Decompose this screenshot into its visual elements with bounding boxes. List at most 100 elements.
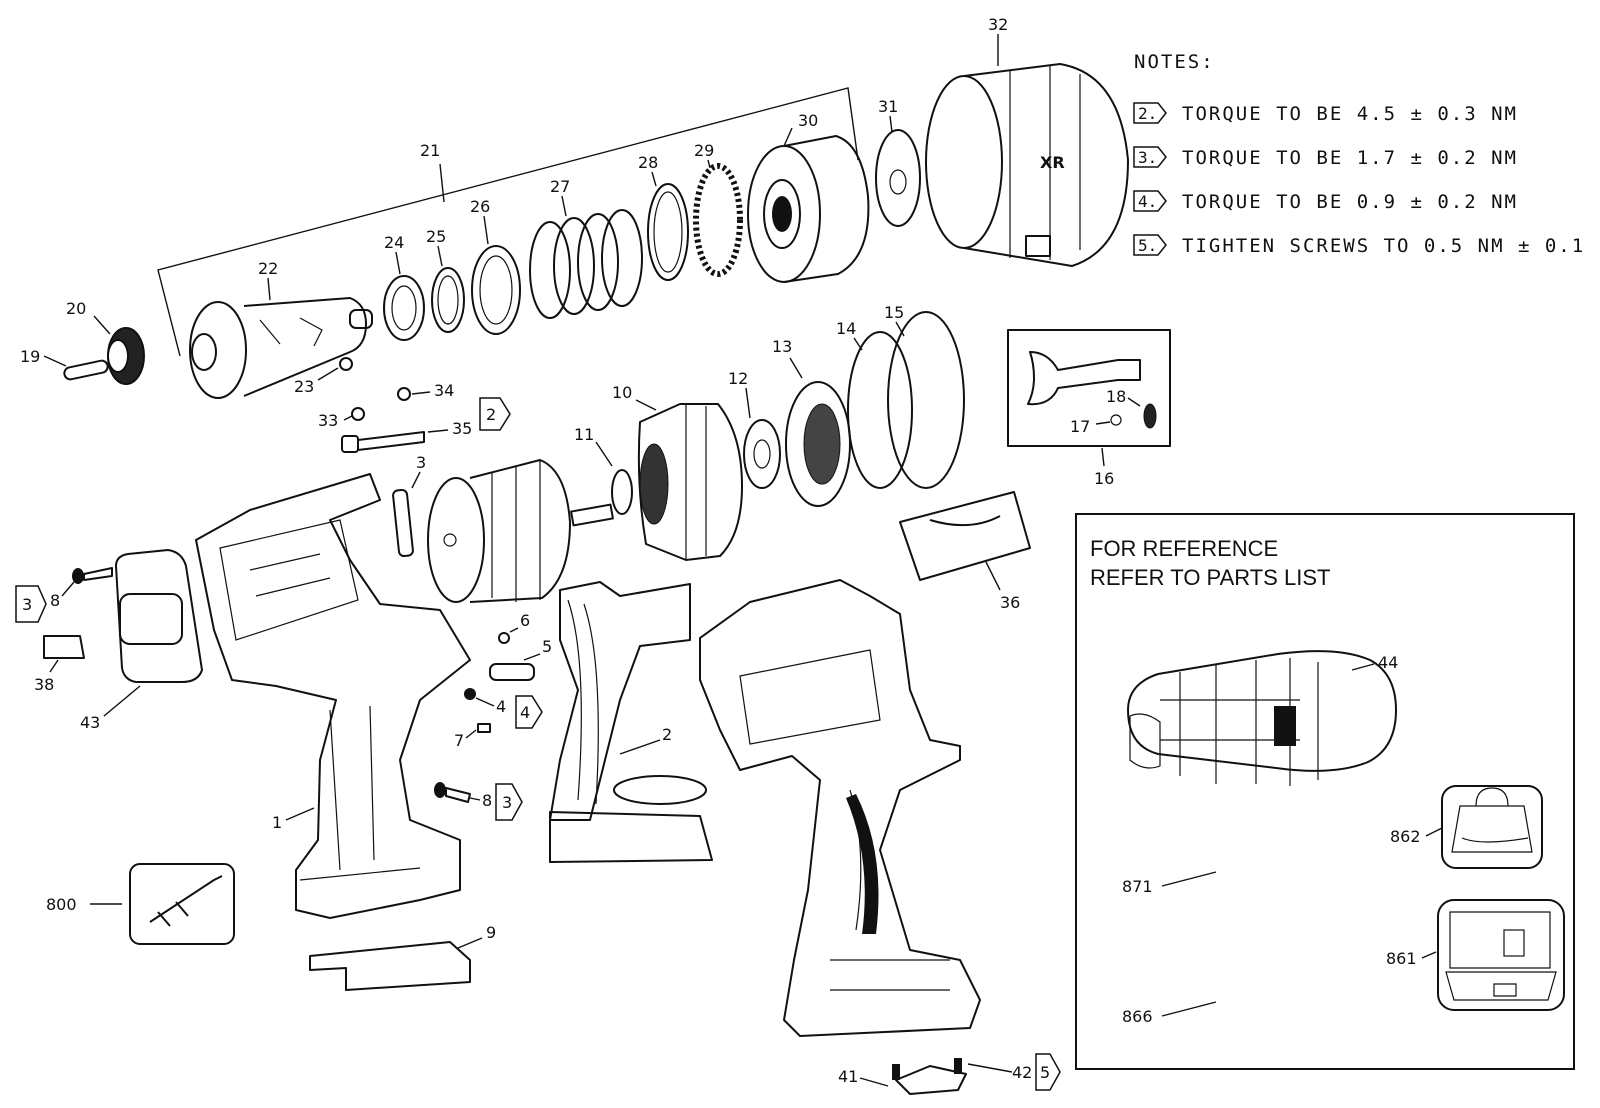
callout-14: 14 xyxy=(836,319,856,338)
motor-icon xyxy=(427,459,614,603)
note-5-text: TIGHTEN SCREWS TO 0.5 NM ± 0.1 xyxy=(1182,235,1585,257)
callout-12: 12 xyxy=(728,369,748,388)
callout-8a: 8 xyxy=(50,591,60,610)
note-3-tag: 3. xyxy=(1138,148,1157,167)
screw-8 xyxy=(72,567,113,584)
callout-6: 6 xyxy=(520,611,530,630)
notes-block: NOTES: 2. TORQUE TO BE 4.5 ± 0.3 NM 3. T… xyxy=(1133,51,1585,257)
seal-18 xyxy=(1143,403,1157,429)
hammer-30 xyxy=(747,135,870,283)
callout-35: 35 xyxy=(452,419,472,438)
ring-15 xyxy=(887,311,965,489)
lens-6 xyxy=(498,632,510,644)
callout-26: 26 xyxy=(470,197,490,216)
callout-18: 18 xyxy=(1106,387,1126,406)
callout-44: 44 xyxy=(1378,653,1398,672)
switch-5 xyxy=(489,663,535,681)
callout-41: 41 xyxy=(838,1067,858,1086)
ring-25 xyxy=(431,267,465,333)
ring-28 xyxy=(647,183,689,281)
svg-text:4: 4 xyxy=(520,703,530,722)
callout-38: 38 xyxy=(34,675,54,694)
bearing-12 xyxy=(743,419,781,489)
ring-gear-13 xyxy=(785,381,851,507)
spindle-22 xyxy=(189,297,373,399)
callout-19: 19 xyxy=(20,347,40,366)
carry-case-icon xyxy=(1437,899,1565,1011)
note-2-text: TORQUE TO BE 4.5 ± 0.3 NM xyxy=(1182,103,1518,125)
svg-text:2: 2 xyxy=(486,405,496,424)
hook-tool-icon xyxy=(129,863,235,945)
part-7 xyxy=(477,723,491,733)
screw-4 xyxy=(464,688,476,700)
callout-42: 42 xyxy=(1012,1063,1032,1082)
ring-17 xyxy=(1110,414,1122,426)
oring-11 xyxy=(611,469,633,515)
reference-box: FOR REFERENCE REFER TO PARTS LIST 44 862… xyxy=(1075,513,1575,1070)
callout-22: 22 xyxy=(258,259,278,278)
note-2: 2. TORQUE TO BE 4.5 ± 0.3 NM xyxy=(1133,102,1518,125)
callout-871: 871 xyxy=(1122,877,1153,896)
flag-2: 2 xyxy=(479,397,511,431)
screw-35 xyxy=(341,431,425,453)
nose-housing-32: XR xyxy=(925,63,1129,267)
callout-800: 800 xyxy=(46,895,77,914)
callout-27: 27 xyxy=(550,177,570,196)
note-5-tag: 5. xyxy=(1138,236,1157,255)
callout-5: 5 xyxy=(542,637,552,656)
ball-cage-29 xyxy=(693,163,743,277)
reference-line-2: REFER TO PARTS LIST xyxy=(1090,565,1330,590)
callout-32: 32 xyxy=(988,15,1008,34)
callout-28: 28 xyxy=(638,153,658,172)
bottom-plate-41-42 xyxy=(892,1058,967,1095)
callout-29: 29 xyxy=(694,141,714,160)
callout-9: 9 xyxy=(486,923,496,942)
callout-36: 36 xyxy=(1000,593,1020,612)
callout-33: 33 xyxy=(318,411,338,430)
callout-10: 10 xyxy=(612,383,632,402)
svg-text:3: 3 xyxy=(502,793,512,812)
ring-14 xyxy=(847,331,913,489)
callout-31: 31 xyxy=(878,97,898,116)
callout-16: 16 xyxy=(1094,469,1114,488)
note-3-text: TORQUE TO BE 1.7 ± 0.2 NM xyxy=(1182,147,1518,169)
rubber-boot-icon xyxy=(1127,650,1397,786)
callout-23: 23 xyxy=(294,377,314,396)
svg-text:5: 5 xyxy=(1040,1063,1050,1082)
assembly-21-bracket: 21 xyxy=(157,87,859,357)
note-4-text: TORQUE TO BE 0.9 ± 0.2 NM xyxy=(1182,191,1518,213)
housing-right xyxy=(699,579,981,1037)
washer-34 xyxy=(397,387,411,401)
callout-8b: 8 xyxy=(482,791,492,810)
callout-7: 7 xyxy=(454,731,464,750)
callout-862: 862 xyxy=(1390,827,1421,846)
callout-13: 13 xyxy=(772,337,792,356)
gear-20 xyxy=(107,327,145,385)
led-module-43 xyxy=(115,549,203,683)
callout-3a: 3 xyxy=(416,453,426,472)
callout-25: 25 xyxy=(426,227,446,246)
bag-icon xyxy=(1441,785,1543,869)
flag-5: 5 xyxy=(1035,1053,1061,1091)
note-4-tag: 4. xyxy=(1138,192,1157,211)
anvil-box-16 xyxy=(1007,329,1171,447)
callout-1: 1 xyxy=(272,813,282,832)
callout-20: 20 xyxy=(66,299,86,318)
callout-34: 34 xyxy=(434,381,454,400)
pad-36 xyxy=(899,491,1031,581)
housing-clamshell-icon xyxy=(195,473,471,919)
note-5: 5. TIGHTEN SCREWS TO 0.5 NM ± 0.1 xyxy=(1133,234,1585,257)
note-2-tag: 2. xyxy=(1138,104,1157,123)
ball-23 xyxy=(339,357,353,371)
notes-title: NOTES: xyxy=(1134,51,1215,73)
spring-27 xyxy=(529,209,643,319)
svg-text:3: 3 xyxy=(22,595,32,614)
label-38 xyxy=(43,635,85,659)
clip-9 xyxy=(309,941,471,991)
callout-43: 43 xyxy=(80,713,100,732)
washer-24 xyxy=(383,275,425,341)
callout-17: 17 xyxy=(1070,417,1090,436)
trigger-switch-2 xyxy=(549,581,713,863)
callout-11: 11 xyxy=(574,425,594,444)
